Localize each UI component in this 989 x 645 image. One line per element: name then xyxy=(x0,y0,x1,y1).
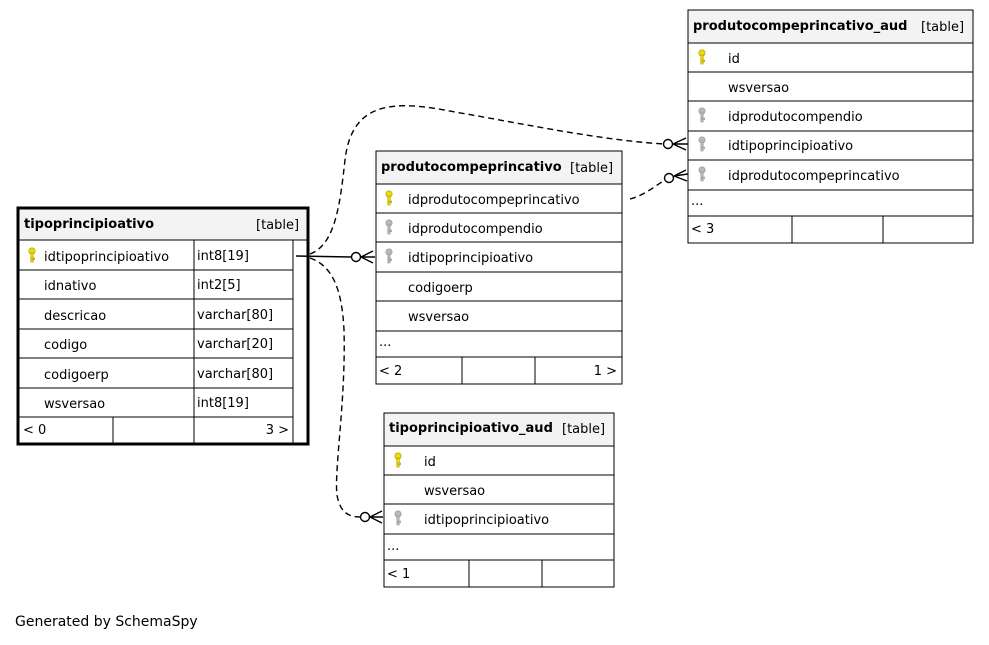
parents-count[interactable]: < 3 xyxy=(691,222,714,237)
column-name: descricao xyxy=(44,309,106,324)
relationship-end-circle xyxy=(663,172,675,184)
relationship-tipoprincipioativo-tipoprincipioativo-aud xyxy=(309,257,361,518)
foreign-key-icon xyxy=(698,136,706,152)
table-title: produtocompeprincativo_aud xyxy=(693,19,907,34)
table-title: tipoprincipioativo xyxy=(24,217,154,232)
foreign-key-icon xyxy=(385,248,393,264)
table-border xyxy=(16,206,310,446)
column-name[interactable]: idprodutocompendio xyxy=(408,222,543,237)
table-tag: [table] xyxy=(921,20,964,35)
table-tag: [table] xyxy=(562,422,605,437)
foreign-key-icon xyxy=(698,166,706,182)
more-columns[interactable]: ... xyxy=(379,335,391,350)
column-name[interactable]: wsversao xyxy=(728,81,789,96)
relationship-end-circle xyxy=(662,138,674,150)
column-row[interactable]: codigo varchar[20] xyxy=(44,337,273,353)
relationship-produtocompeprincativo-produtocompeprincativo-aud xyxy=(629,179,666,200)
relationship-crowfoot xyxy=(673,169,689,182)
table-tipoprincipioativo-aud[interactable]: tipoprincipioativo_aud [table] id wsvers… xyxy=(383,412,615,588)
column-row[interactable]: idnativo int2[5] xyxy=(44,278,241,294)
table-border xyxy=(383,412,615,588)
column-name: idnativo xyxy=(44,279,96,294)
table-produtocompeprincativo[interactable]: produtocompeprincativo [table] idproduto… xyxy=(375,150,623,385)
foreign-key-icon xyxy=(394,510,402,526)
relationship-crowfoot xyxy=(360,250,375,264)
table-produtocompeprincativo-aud[interactable]: produtocompeprincativo_aud [table] id ws… xyxy=(687,9,974,244)
table-border xyxy=(687,9,974,244)
column-row[interactable]: wsversao int8[19] xyxy=(44,396,249,412)
column-name[interactable]: idprodutocompendio xyxy=(728,110,863,125)
column-name[interactable]: idtipoprincipioativo xyxy=(424,513,549,528)
column-name[interactable]: idprodutocompeprincativo xyxy=(728,169,900,184)
table-border xyxy=(375,150,623,385)
more-columns[interactable]: ... xyxy=(691,194,703,209)
column-row[interactable]: idtipoprincipioativo int8[19] xyxy=(44,249,249,265)
table-header-bg xyxy=(688,10,973,43)
column-name: codigoerp xyxy=(44,368,109,383)
table-header-bg xyxy=(18,208,308,240)
column-name[interactable]: idprodutocompeprincativo xyxy=(408,193,580,208)
table-tag: [table] xyxy=(256,218,299,233)
column-type: int8[19] xyxy=(197,396,249,411)
column-name: idtipoprincipioativo xyxy=(44,250,169,265)
column-name[interactable]: idtipoprincipioativo xyxy=(728,139,853,154)
children-count[interactable]: 1 > xyxy=(594,364,617,379)
relationship-tipoprincipioativo-produtocompeprincativo xyxy=(295,255,352,258)
column-type: varchar[20] xyxy=(197,337,273,352)
relationship-crowfoot xyxy=(369,510,383,524)
column-name: wsversao xyxy=(44,397,105,412)
table-header-bg xyxy=(376,151,622,184)
column-row[interactable]: codigoerp varchar[80] xyxy=(44,367,273,383)
parents-count[interactable]: < 2 xyxy=(379,364,402,379)
relationship-crowfoot xyxy=(672,137,688,151)
table-title: produtocompeprincativo xyxy=(381,160,562,175)
column-name[interactable]: wsversao xyxy=(424,484,485,499)
children-count[interactable]: 3 > xyxy=(266,423,289,438)
table-header-bg xyxy=(384,413,614,446)
column-type: int8[19] xyxy=(197,249,249,264)
table-tag: [table] xyxy=(570,161,613,176)
parents-count[interactable]: < 0 xyxy=(23,423,46,438)
generated-by-footer: Generated by SchemaSpy xyxy=(15,614,198,630)
column-name[interactable]: id xyxy=(424,455,436,470)
column-name[interactable]: idtipoprincipioativo xyxy=(408,251,533,266)
table-tipoprincipioativo[interactable]: tipoprincipioativo [table] idtipoprincip… xyxy=(16,206,310,446)
column-row[interactable]: descricao varchar[80] xyxy=(44,308,273,324)
relationship-tipoprincipioativo-produtocompeprincativo-aud xyxy=(309,105,665,255)
table-title: tipoprincipioativo_aud xyxy=(389,421,553,436)
more-columns[interactable]: ... xyxy=(387,539,399,554)
column-name[interactable]: codigoerp xyxy=(408,281,473,296)
relationship-lines xyxy=(295,105,689,524)
primary-key-icon xyxy=(394,452,402,468)
column-name[interactable]: id xyxy=(728,52,740,67)
column-name: codigo xyxy=(44,338,87,353)
foreign-key-icon xyxy=(385,219,393,235)
relationship-end-circle xyxy=(359,511,371,523)
primary-key-icon xyxy=(385,190,393,206)
relationship-end-circle xyxy=(350,251,362,263)
primary-key-icon xyxy=(698,49,706,65)
column-type: varchar[80] xyxy=(197,308,273,323)
foreign-key-icon xyxy=(698,107,706,123)
column-type: int2[5] xyxy=(197,278,241,293)
column-name[interactable]: wsversao xyxy=(408,310,469,325)
column-type: varchar[80] xyxy=(197,367,273,382)
primary-key-icon xyxy=(28,247,36,263)
parents-count[interactable]: < 1 xyxy=(387,567,410,582)
